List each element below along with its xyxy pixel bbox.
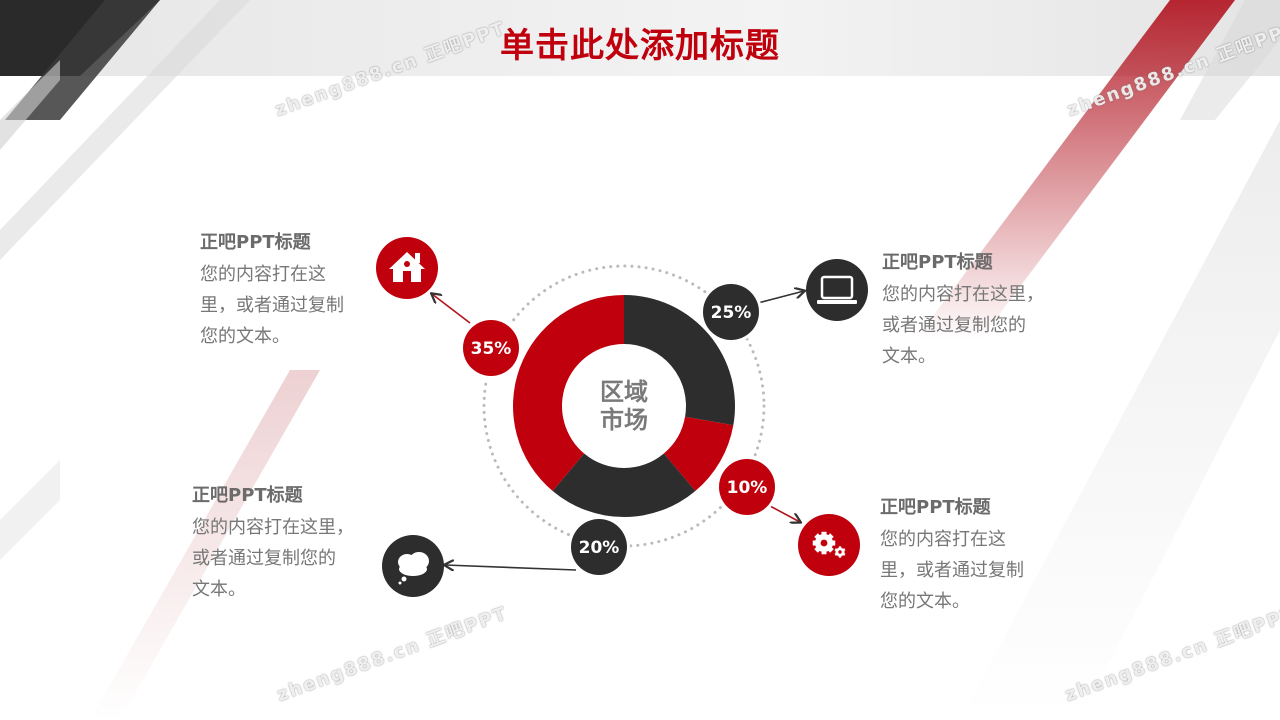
laptop-icon bbox=[806, 259, 868, 321]
percentage-badge: 25% bbox=[700, 281, 762, 343]
percentage-label: 25% bbox=[711, 303, 752, 323]
center-label-line2: 市场 bbox=[600, 406, 648, 434]
center-label-line1: 区域 bbox=[600, 378, 648, 406]
donut-slice bbox=[552, 453, 696, 517]
slide-title[interactable]: 单击此处添加标题 bbox=[500, 26, 780, 66]
house-icon bbox=[376, 237, 438, 299]
block-body[interactable]: 您的内容打在这 里，或者通过复制 您的文本。 bbox=[200, 264, 344, 347]
speech-bubble-icon bbox=[382, 535, 444, 597]
percentage-label: 20% bbox=[579, 538, 620, 558]
block-title[interactable]: 正吧PPT标题 bbox=[200, 232, 311, 253]
block-title[interactable]: 正吧PPT标题 bbox=[882, 252, 993, 273]
callout-arrow bbox=[757, 291, 804, 304]
text-block-top-right: 正吧PPT标题 您的内容打在这里， 或者通过复制您的 文本。 bbox=[882, 250, 1044, 372]
donut-slice bbox=[624, 295, 735, 426]
donut-slice bbox=[663, 416, 734, 492]
percentage-label: 35% bbox=[471, 339, 512, 359]
block-body[interactable]: 您的内容打在这 里，或者通过复制 您的文本。 bbox=[880, 529, 1024, 612]
text-block-bottom-right: 正吧PPT标题 您的内容打在这 里，或者通过复制 您的文本。 bbox=[880, 495, 1024, 617]
donut-slice bbox=[513, 295, 624, 492]
block-body[interactable]: 您的内容打在这里， 或者通过复制您的 文本。 bbox=[192, 517, 354, 600]
callout-arrow bbox=[445, 565, 577, 570]
percentage-badge: 10% bbox=[716, 456, 778, 518]
gear-icon bbox=[798, 514, 860, 576]
block-title[interactable]: 正吧PPT标题 bbox=[192, 485, 303, 506]
text-block-top-left: 正吧PPT标题 您的内容打在这 里，或者通过复制 您的文本。 bbox=[200, 230, 344, 352]
block-body[interactable]: 您的内容打在这里， 或者通过复制您的 文本。 bbox=[882, 284, 1044, 367]
percentage-label: 10% bbox=[727, 478, 768, 498]
text-block-bottom-left: 正吧PPT标题 您的内容打在这里， 或者通过复制您的 文本。 bbox=[192, 483, 354, 605]
percentage-badge: 20% bbox=[568, 516, 630, 578]
callout-arrow bbox=[432, 294, 471, 324]
block-title[interactable]: 正吧PPT标题 bbox=[880, 497, 991, 518]
percentage-badge: 35% bbox=[460, 317, 522, 379]
callout-arrow bbox=[769, 505, 800, 522]
